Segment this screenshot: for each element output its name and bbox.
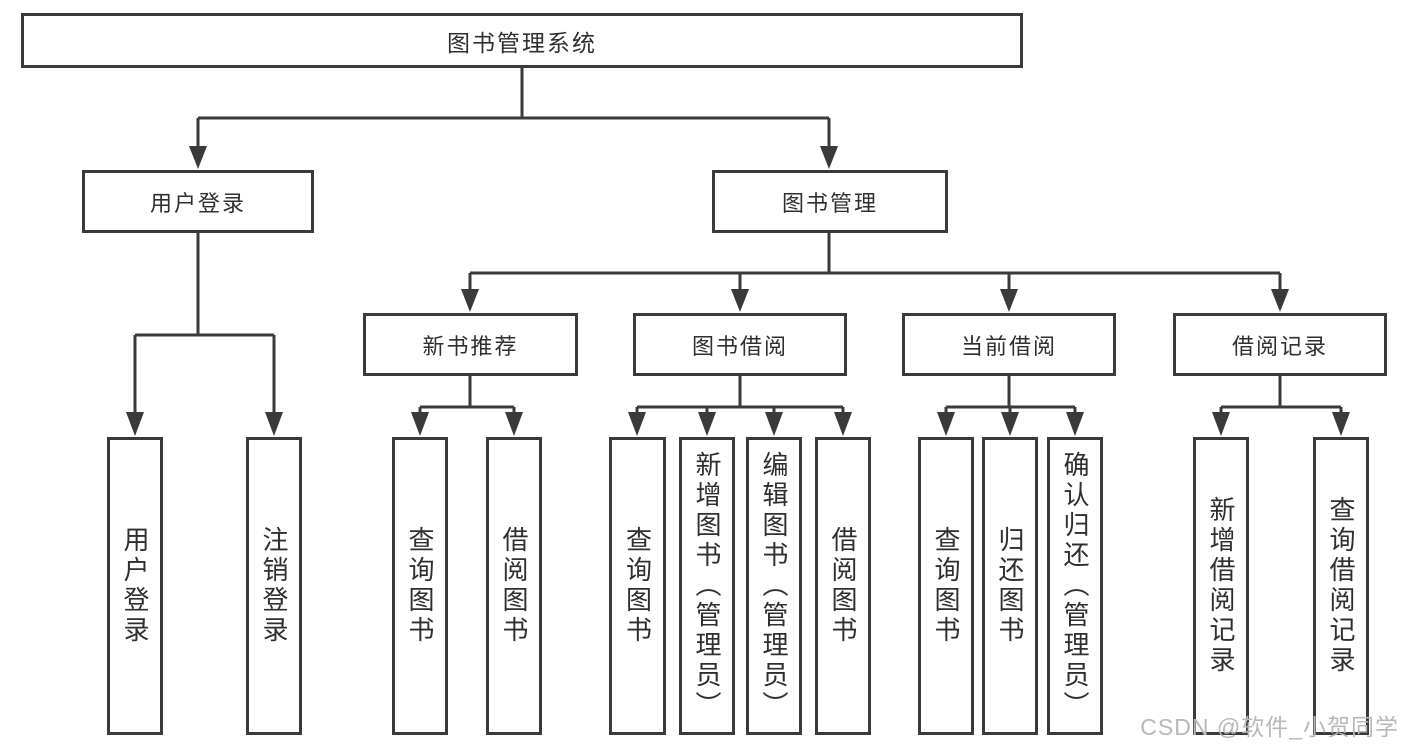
leaf-label: 确认归还（管理员） <box>1060 451 1090 721</box>
node-label: 用户登录 <box>149 190 246 216</box>
leaf-current-return-books: 归还图书 <box>982 437 1038 735</box>
leaf-label: 新增图书（管理员） <box>692 451 722 721</box>
leaf-label: 借阅图书 <box>828 526 858 646</box>
node-book-borrowing: 图书借阅 <box>633 313 847 376</box>
node-label: 新书推荐 <box>422 333 519 359</box>
leaf-newbook-query-books: 查询图书 <box>392 437 448 735</box>
node-root-system: 图书管理系统 <box>21 13 1023 68</box>
node-label: 图书借阅 <box>691 333 788 359</box>
leaf-borrowing-borrow-books: 借阅图书 <box>815 437 871 735</box>
node-label: 当前借阅 <box>960 333 1057 359</box>
leaf-borrowing-query-books: 查询图书 <box>609 437 666 735</box>
leaf-records-query-borrow-record: 查询借阅记录 <box>1313 437 1369 735</box>
leaf-records-add-borrow-record: 新增借阅记录 <box>1193 437 1249 735</box>
leaf-label: 查询图书 <box>405 526 435 646</box>
node-label: 图书管理系统 <box>447 29 597 56</box>
leaf-newbook-borrow-books: 借阅图书 <box>486 437 542 735</box>
node-borrowing-records: 借阅记录 <box>1173 313 1387 376</box>
leaf-borrowing-add-books-admin: 新增图书（管理员） <box>679 437 735 735</box>
leaf-label: 注销登录 <box>259 526 289 646</box>
node-book-management: 图书管理 <box>712 170 948 233</box>
leaf-user-login: 用户登录 <box>107 437 163 735</box>
leaf-logout-login: 注销登录 <box>246 437 302 735</box>
leaf-label: 查询借阅记录 <box>1326 496 1356 676</box>
leaf-current-confirm-return-admin: 确认归还（管理员） <box>1047 437 1103 735</box>
leaf-label: 用户登录 <box>120 526 150 646</box>
leaf-label: 借阅图书 <box>499 526 529 646</box>
leaf-current-query-books: 查询图书 <box>918 437 974 735</box>
leaf-label: 归还图书 <box>995 526 1025 646</box>
leaf-borrowing-edit-books-admin: 编辑图书（管理员） <box>746 437 802 735</box>
leaf-label: 查询图书 <box>622 526 653 646</box>
leaf-label: 编辑图书（管理员） <box>759 451 789 721</box>
node-label: 借阅记录 <box>1231 333 1328 359</box>
node-new-book-recommend: 新书推荐 <box>363 313 578 376</box>
watermark-text: CSDN @软件_小贺同学 <box>1140 714 1399 740</box>
leaf-label: 查询图书 <box>931 526 961 646</box>
node-label: 图书管理 <box>781 190 878 216</box>
leaf-label: 新增借阅记录 <box>1206 496 1236 676</box>
node-current-borrowing: 当前借阅 <box>902 313 1116 376</box>
node-user-login: 用户登录 <box>82 170 314 233</box>
